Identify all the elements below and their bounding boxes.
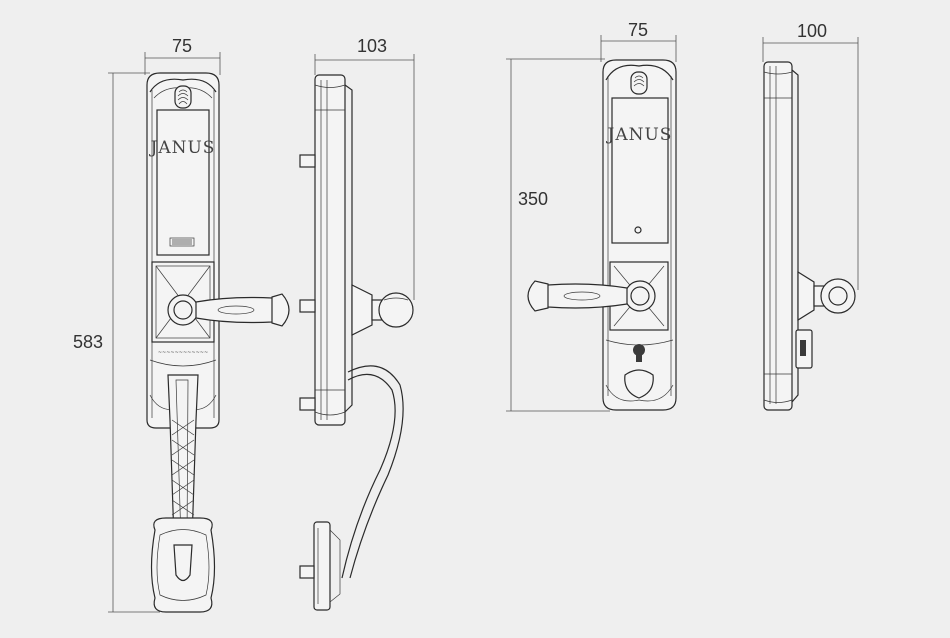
dim-label-583: 583 — [73, 332, 103, 352]
dimension-right-front-width: 75 — [600, 20, 677, 62]
fingerprint-sensor-icon — [174, 85, 192, 109]
dim-label-100: 100 — [797, 21, 827, 41]
keypad-grille — [169, 237, 195, 247]
dim-label-350: 350 — [518, 189, 548, 209]
left-front-view: JANUS ~~~~~~~~~~~~ — [146, 72, 290, 613]
right-front-view: JANUS — [527, 59, 677, 411]
brand-logo-left: JANUS — [149, 138, 216, 158]
left-side-view — [299, 74, 414, 611]
dimension-left-height: 583 — [73, 72, 160, 613]
fingerprint-sensor-icon — [630, 71, 648, 95]
dim-label-75-left: 75 — [172, 36, 192, 56]
engraved-text-left: ~~~~~~~~~~~~ — [158, 350, 208, 356]
keyhole-icon — [633, 344, 645, 362]
dimension-right-side-depth: 100 — [762, 21, 859, 290]
dim-label-75-right: 75 — [628, 20, 648, 40]
lever-handle-icon — [527, 280, 656, 312]
dimension-left-side-depth: 103 — [314, 36, 415, 300]
brand-logo-right: JANUS — [606, 125, 673, 145]
dim-label-103: 103 — [357, 36, 387, 56]
lever-handle-icon — [167, 293, 290, 327]
dimension-left-front-width: 75 — [144, 36, 221, 75]
right-side-view — [763, 61, 856, 411]
dimension-right-height: 350 — [506, 58, 610, 412]
